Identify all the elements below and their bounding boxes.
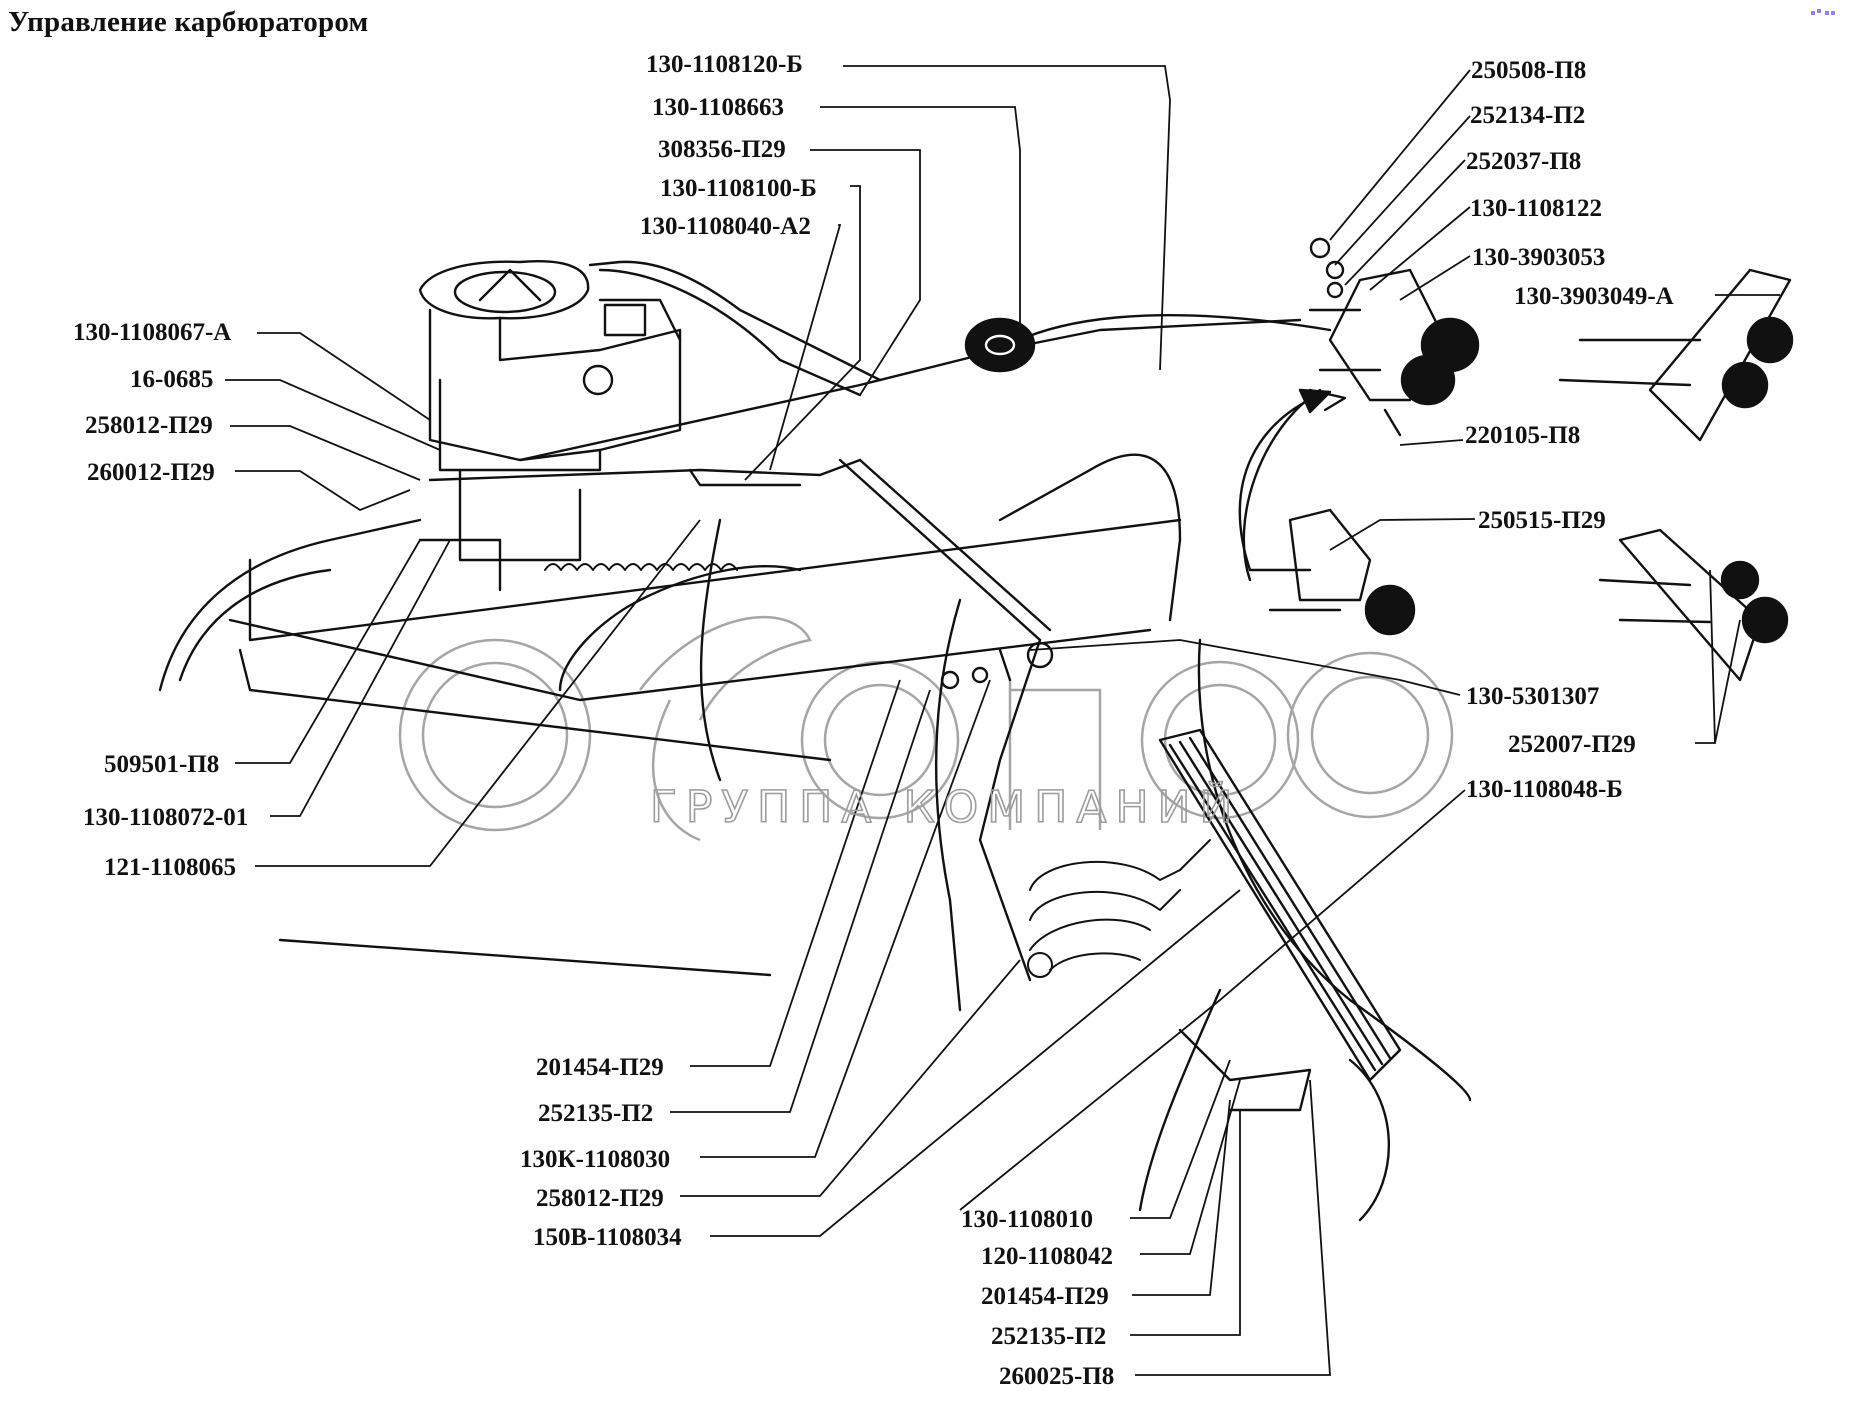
switch-assembly xyxy=(1248,508,1416,636)
part-label: 130-3903049-А xyxy=(1514,283,1674,310)
part-label: 252135-П2 xyxy=(991,1323,1107,1350)
part-label: 260012-П29 xyxy=(87,459,215,486)
part-label: 16-0685 xyxy=(130,366,214,393)
part-label: 130-1108072-01 xyxy=(83,804,249,831)
direction-arrow xyxy=(1238,388,1332,572)
leader-lines xyxy=(225,65,1780,1376)
part-label: 260025-П8 xyxy=(999,1363,1115,1390)
part-label: 130-1108120-Б xyxy=(646,51,803,78)
part-label: 130-1108048-Б xyxy=(1466,776,1623,803)
engine-body-outline xyxy=(158,453,1472,1222)
carburettor xyxy=(418,260,882,592)
part-label: 130-5301307 xyxy=(1466,683,1600,710)
part-label: 130-1108122 xyxy=(1470,195,1602,222)
part-label: 130-1108067-А xyxy=(73,319,232,346)
part-label: 252007-П29 xyxy=(1508,731,1636,758)
part-label: 252037-П8 xyxy=(1466,148,1582,175)
part-label: 252135-П2 xyxy=(538,1100,654,1127)
part-label: 258012-П29 xyxy=(536,1185,664,1212)
part-label: 130-3903053 xyxy=(1472,244,1606,271)
part-label: 250508-П8 xyxy=(1471,57,1587,84)
panel-knobs-assembly xyxy=(1558,268,1794,442)
part-label: 130-1108663 xyxy=(652,94,784,121)
part-label: 121-1108065 xyxy=(104,854,236,881)
part-label: 308356-П29 xyxy=(658,136,786,163)
accelerator-pedal xyxy=(1158,728,1402,1112)
part-label: 150В-1108034 xyxy=(533,1224,682,1251)
part-label: 130-1108100-Б xyxy=(660,175,817,202)
part-label: 120-1108042 xyxy=(981,1243,1113,1270)
control-knobs-assembly xyxy=(1242,237,1480,582)
part-label: 130К-1108030 xyxy=(520,1146,671,1173)
part-label: 201454-П29 xyxy=(981,1283,1109,1310)
part-label: 258012-П29 xyxy=(85,412,213,439)
part-label: 130-1108040-А2 xyxy=(640,213,811,240)
watermark-logo xyxy=(398,615,1454,842)
corner-marker xyxy=(1811,8,1837,16)
throttle-linkage xyxy=(428,458,1054,982)
part-label: 220105-П8 xyxy=(1465,422,1581,449)
part-label: 201454-П29 xyxy=(536,1054,664,1081)
watermark-subtitle: ГРУППА КОМПАНИЙ xyxy=(649,781,1242,834)
panel-switch-assembly xyxy=(1598,528,1789,682)
return-spring xyxy=(544,563,738,571)
part-label: 509501-П8 xyxy=(104,751,220,778)
part-label: 130-1108010 xyxy=(961,1206,1093,1233)
part-label: 252134-П2 xyxy=(1470,102,1586,129)
diagram-title: Управление карбюратором xyxy=(8,6,369,38)
choke-cable xyxy=(518,268,1332,462)
pedal-boot xyxy=(1027,839,1211,978)
part-label: 250515-П29 xyxy=(1478,507,1606,534)
